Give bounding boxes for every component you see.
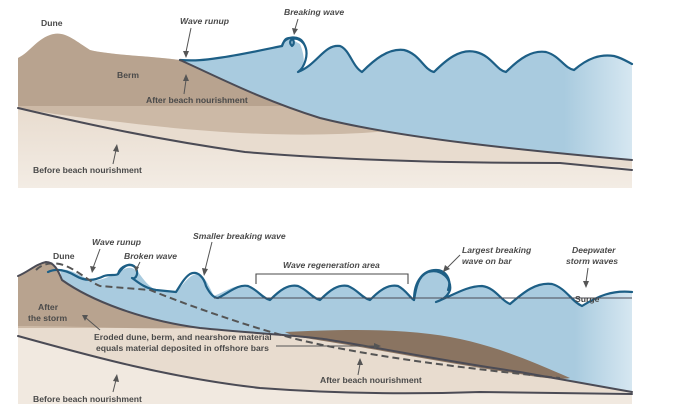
bottom-label-after-storm-1: After bbox=[38, 302, 59, 312]
bottom-dune-blend bbox=[18, 326, 200, 329]
bottom-arrow-largest bbox=[443, 254, 461, 272]
top-panel: Dune Berm Wave runup Breaking wave After… bbox=[17, 7, 634, 188]
top-breaking-wave-curl bbox=[280, 36, 306, 48]
top-arrow-breaking bbox=[292, 18, 299, 35]
bottom-largest-wave-curl bbox=[412, 268, 451, 302]
bottom-nourished-sand bbox=[18, 282, 632, 394]
bottom-arrow-eroded-right bbox=[276, 343, 381, 349]
bottom-label-smaller-breaking-wave: Smaller breaking wave bbox=[193, 231, 286, 241]
bottom-label-eroded-2: equals material deposited in offshore ba… bbox=[96, 343, 269, 353]
top-label-dune: Dune bbox=[41, 18, 63, 28]
bottom-panel: Dune Wave runup Broken wave Smaller brea… bbox=[17, 231, 634, 404]
bottom-label-largest-1: Largest breaking bbox=[462, 245, 532, 255]
top-lower-sand bbox=[18, 108, 632, 188]
top-label-berm: Berm bbox=[117, 70, 139, 80]
bottom-label-after-storm-2: the storm bbox=[28, 313, 68, 323]
top-label-wave-runup: Wave runup bbox=[180, 16, 229, 26]
bottom-label-surge: Surge bbox=[575, 294, 600, 304]
bottom-label-deepwater-2: storm waves bbox=[566, 256, 618, 266]
top-label-breaking-wave: Breaking wave bbox=[284, 7, 344, 17]
bottom-label-wave-runup: Wave runup bbox=[92, 237, 141, 247]
top-arrow-before bbox=[112, 144, 119, 165]
top-water bbox=[180, 38, 632, 160]
top-label-after-nourishment: After beach nourishment bbox=[146, 95, 248, 105]
bottom-after-storm-profile bbox=[17, 261, 633, 393]
bottom-arrow-eroded-left bbox=[82, 315, 101, 331]
bottom-before-profile bbox=[17, 335, 633, 395]
bottom-lower-sand bbox=[18, 336, 632, 404]
bottom-label-broken-wave: Broken wave bbox=[124, 251, 177, 261]
wave-regeneration-bracket bbox=[255, 273, 409, 284]
bottom-label-after-nourishment: After beach nourishment bbox=[320, 375, 422, 385]
bottom-offshore-bar bbox=[285, 330, 570, 379]
bottom-arrow-smaller bbox=[202, 241, 213, 276]
bottom-dashed-profile bbox=[35, 262, 561, 379]
bottom-label-largest-2: wave on bar bbox=[462, 256, 512, 266]
bottom-dune-remnant bbox=[18, 262, 200, 328]
top-label-before-nourishment: Before beach nourishment bbox=[33, 165, 142, 175]
top-arrow-after bbox=[183, 74, 189, 95]
bottom-arrow-deepwater bbox=[583, 267, 589, 288]
top-arrow-runup bbox=[183, 27, 192, 58]
bottom-label-wave-regeneration: Wave regeneration area bbox=[283, 260, 380, 270]
bottom-arrow-runup bbox=[90, 248, 101, 273]
bottom-arrow-after bbox=[357, 358, 363, 376]
bottom-label-deepwater-1: Deepwater bbox=[572, 245, 616, 255]
bottom-arrow-before bbox=[112, 374, 119, 393]
top-before-profile bbox=[17, 107, 633, 171]
bottom-label-before-nourishment: Before beach nourishment bbox=[33, 394, 142, 404]
top-after-profile bbox=[179, 59, 633, 161]
bottom-arrow-broken bbox=[134, 261, 141, 272]
bottom-label-eroded-1: Eroded dune, berm, and nearshore materia… bbox=[94, 332, 272, 342]
top-dune-berm bbox=[18, 33, 290, 106]
bottom-label-dune: Dune bbox=[53, 251, 75, 261]
